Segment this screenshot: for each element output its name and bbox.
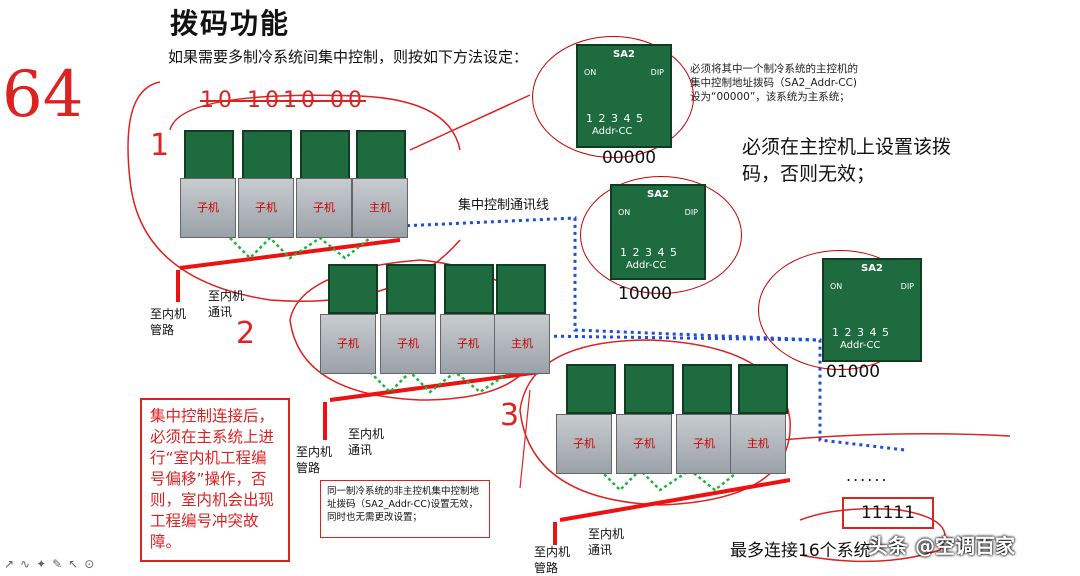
code-10000: 10000	[618, 284, 673, 304]
dip-dip-label: DIP	[900, 282, 914, 291]
handwritten-64: 64	[2, 58, 84, 132]
outdoor-unit-master: 主机	[352, 178, 408, 238]
dip-header: SA2	[861, 263, 883, 274]
outdoor-unit: 子机	[296, 178, 352, 238]
unit-label-child: 子机	[337, 337, 359, 350]
outdoor-unit: 子机	[676, 414, 732, 474]
dip-switch-board	[300, 130, 350, 180]
dip-switch-board	[356, 130, 406, 180]
dip-switch-board	[496, 264, 546, 314]
dip-switch-zoom: SA2 ON DIP 1 2 3 4 5 Addr-CC	[576, 44, 672, 148]
zoom-bubble	[580, 176, 742, 294]
unit-label-child: 子机	[397, 337, 419, 350]
indoor-pipe-label: 至内机 管路	[296, 445, 333, 475]
unit-label-master: 主机	[747, 437, 769, 450]
dip-on-label: ON	[830, 282, 843, 291]
dip-on-label: ON	[584, 68, 597, 77]
indoor-pipe-label: 至内机 管路	[534, 545, 571, 575]
outdoor-unit: 子机	[320, 314, 376, 374]
outdoor-unit: 子机	[180, 178, 236, 238]
dip-footer: Addr-CC	[592, 126, 633, 137]
dip-switch-zoom: SA2 ON DIP 1 2 3 4 5 Addr-CC	[610, 184, 706, 280]
offset-warning-note: 集中控制连接后，必须在主系统上进行“室内机工程编号偏移”操作，否则，室内机会出现…	[140, 398, 290, 562]
slide-toolbar[interactable]: ↗∿✦✎↖⊙	[4, 557, 101, 571]
dip-numbers: 1 2 3 4 5	[586, 112, 644, 125]
unit-label-child: 子机	[693, 437, 715, 450]
unit-label-child: 子机	[573, 437, 595, 450]
dip-switch-board	[566, 364, 616, 414]
handwritten-2: 2	[236, 316, 256, 351]
dip-footer: Addr-CC	[840, 340, 881, 351]
dip-switch-board	[738, 364, 788, 414]
dip-dip-label: DIP	[650, 68, 664, 77]
outdoor-unit: 子机	[556, 414, 612, 474]
dip-numbers: 1 2 3 4 5	[832, 326, 890, 339]
unit-label-master: 主机	[511, 337, 533, 350]
outdoor-unit: 子机	[238, 178, 294, 238]
subtitle: 如果需要多制冷系统间集中控制，则按如下方法设定：	[168, 48, 529, 66]
dip-switch-board	[624, 364, 674, 414]
max-connect-label: 最多连接16个系统	[730, 541, 871, 561]
dip-switch-board	[184, 130, 234, 180]
code-00000: 00000	[602, 148, 657, 168]
indoor-comm-label: 至内机 通讯	[348, 427, 385, 457]
dip-switch-zoom: SA2 ON DIP 1 2 3 4 5 Addr-CC	[822, 258, 922, 362]
master-note: 必须将其中一个制冷系统的主控机的集中控制地址拨码（SA2_Addr-CC)设为“…	[690, 63, 858, 103]
outdoor-unit: 子机	[440, 314, 496, 374]
code-11111: 11111	[842, 497, 934, 529]
outdoor-unit: 子机	[616, 414, 672, 474]
dip-numbers: 1 2 3 4 5	[620, 246, 678, 259]
watermark: 头条 @空调百家	[868, 534, 1015, 558]
indoor-pipe-label: 至内机 管路	[150, 307, 187, 337]
handwritten-1: 1	[150, 128, 170, 163]
dip-dip-label: DIP	[684, 208, 698, 217]
handwritten-3: 3	[500, 398, 520, 433]
dip-header: SA2	[647, 189, 669, 200]
unit-label-child: 子机	[255, 201, 277, 214]
comm-line-label: 集中控制通讯线	[458, 198, 550, 214]
dip-switch-board	[242, 130, 292, 180]
dip-switch-board	[444, 264, 494, 314]
non-master-note: 同一制冷系统的非主控机集中控制地址拨码（SA2_Addr-CC)设置无效，同时也…	[320, 480, 490, 538]
unit-label-child: 子机	[457, 337, 479, 350]
outdoor-unit: 子机	[380, 314, 436, 374]
outdoor-unit-master: 主机	[494, 314, 550, 374]
unit-label-child: 子机	[633, 437, 655, 450]
indoor-comm-label: 至内机 通讯	[208, 289, 245, 319]
dip-footer: Addr-CC	[626, 260, 667, 271]
dip-on-label: ON	[618, 208, 631, 217]
code-01000: 01000	[826, 362, 881, 382]
unit-label-child: 子机	[313, 201, 335, 214]
unit-label-master: 主机	[369, 201, 391, 214]
dip-switch-board	[328, 264, 378, 314]
zoom-bubble	[532, 36, 694, 158]
unit-label-child: 子机	[197, 201, 219, 214]
indoor-comm-label: 至内机 通讯	[588, 527, 625, 557]
ellipsis: ......	[846, 466, 889, 485]
dip-switch-board	[682, 364, 732, 414]
dip-header: SA2	[613, 49, 635, 60]
dip-switch-board	[386, 264, 436, 314]
outdoor-unit-master: 主机	[730, 414, 786, 474]
page-title: 拨码功能	[170, 7, 291, 40]
main-note: 必须在主控机上设置该拨码，否则无效；	[742, 136, 952, 185]
